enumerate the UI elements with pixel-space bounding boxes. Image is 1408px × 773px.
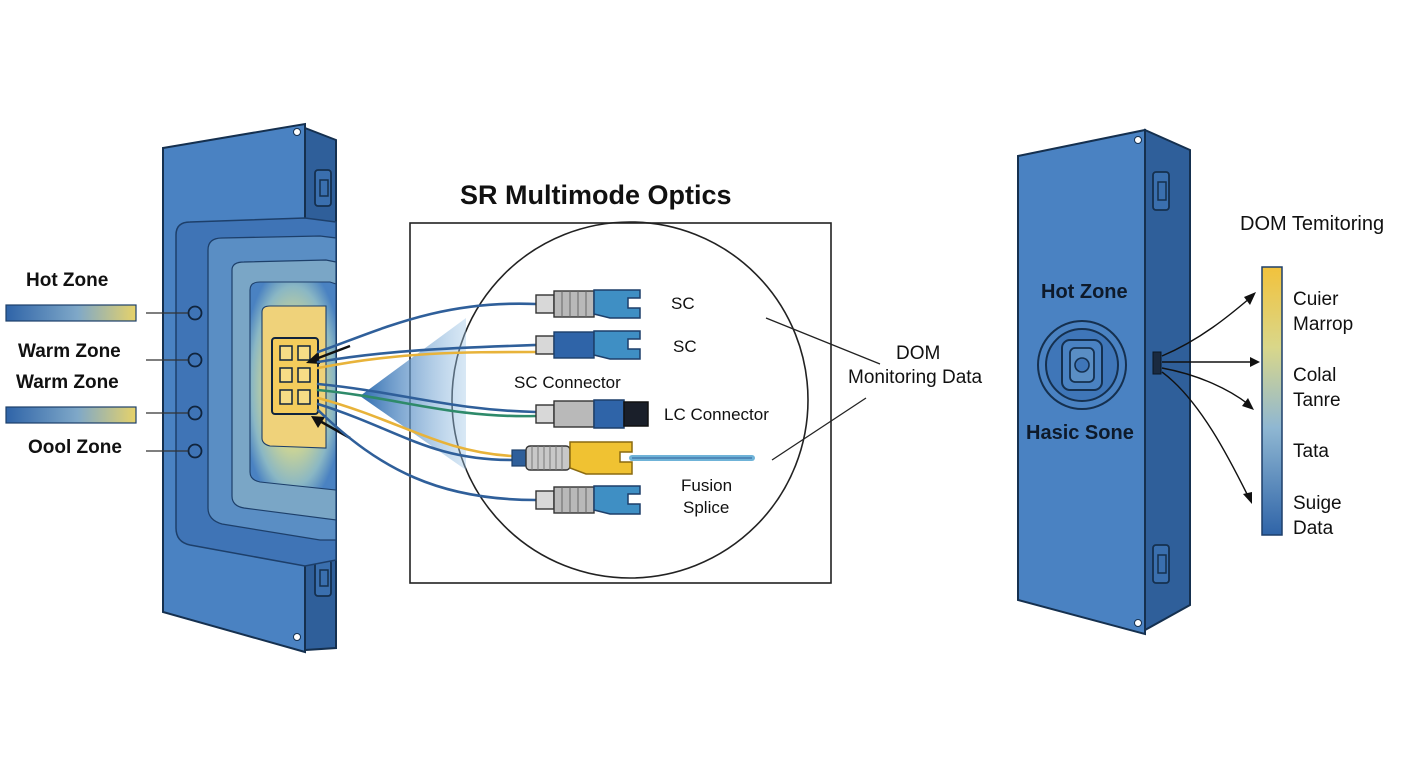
sc-connector-2 (535, 330, 641, 360)
dom-callout-lines (765, 317, 881, 461)
dom-arrowheads (1242, 292, 1260, 504)
scale-item-1-line2: Marrop (1293, 314, 1354, 335)
zone-label-hot: Hot Zone (26, 270, 109, 291)
lc-connector-label: LC Connector (664, 405, 769, 424)
sc-label-1: SC (671, 294, 695, 313)
scale-item-1: Cuier Marrop (1293, 287, 1353, 337)
fusion-splice (511, 441, 755, 475)
lc-connector (535, 399, 649, 429)
fiber-cables (316, 302, 538, 502)
dom-gradient-scale (1261, 266, 1283, 536)
scale-item-3-line1: Tata (1293, 441, 1329, 462)
dom-arrows (1161, 297, 1252, 497)
scale-item-4-line2: Data (1293, 518, 1334, 539)
zone-label-warm-2: Warm Zone (16, 372, 119, 393)
sc-connector-3 (535, 485, 641, 515)
sc-label-2: SC (673, 337, 697, 356)
zone-label-cool: Oool Zone (28, 437, 122, 458)
scale-item-4: Suige Data (1293, 491, 1342, 541)
scale-item-2: Colal Tanre (1293, 363, 1341, 413)
left-enclosure (162, 122, 351, 654)
right-enclosure-bottom-label: Hasic Sone (1026, 422, 1134, 444)
right-enclosure-top-label: Hot Zone (1041, 281, 1128, 303)
fusion-label-line2: Splice (683, 498, 730, 517)
dom-scale-title: DOM Temitoring (1240, 213, 1385, 235)
scale-item-4-line1: Suige (1293, 493, 1342, 514)
light-cone (360, 318, 466, 470)
sc-connector-1 (535, 289, 641, 319)
dom-callout-line1: DOM (896, 343, 941, 364)
scale-item-1-line1: Cuier (1293, 289, 1339, 310)
right-enclosure (1017, 128, 1191, 636)
scale-item-2-line1: Colal (1293, 365, 1337, 386)
zone-label-warm-1: Warm Zone (18, 341, 121, 362)
dom-callout-line2: Monitoring Data (848, 367, 983, 388)
sc-connector-label: SC Connector (514, 373, 621, 392)
scale-item-3: Tata (1293, 439, 1329, 464)
zone-legend-bars (5, 304, 188, 452)
scale-item-2-line2: Tanre (1293, 390, 1341, 411)
fusion-label-line1: Fusion (681, 476, 733, 495)
diagram-title: SR Multimode Optics (460, 180, 732, 210)
